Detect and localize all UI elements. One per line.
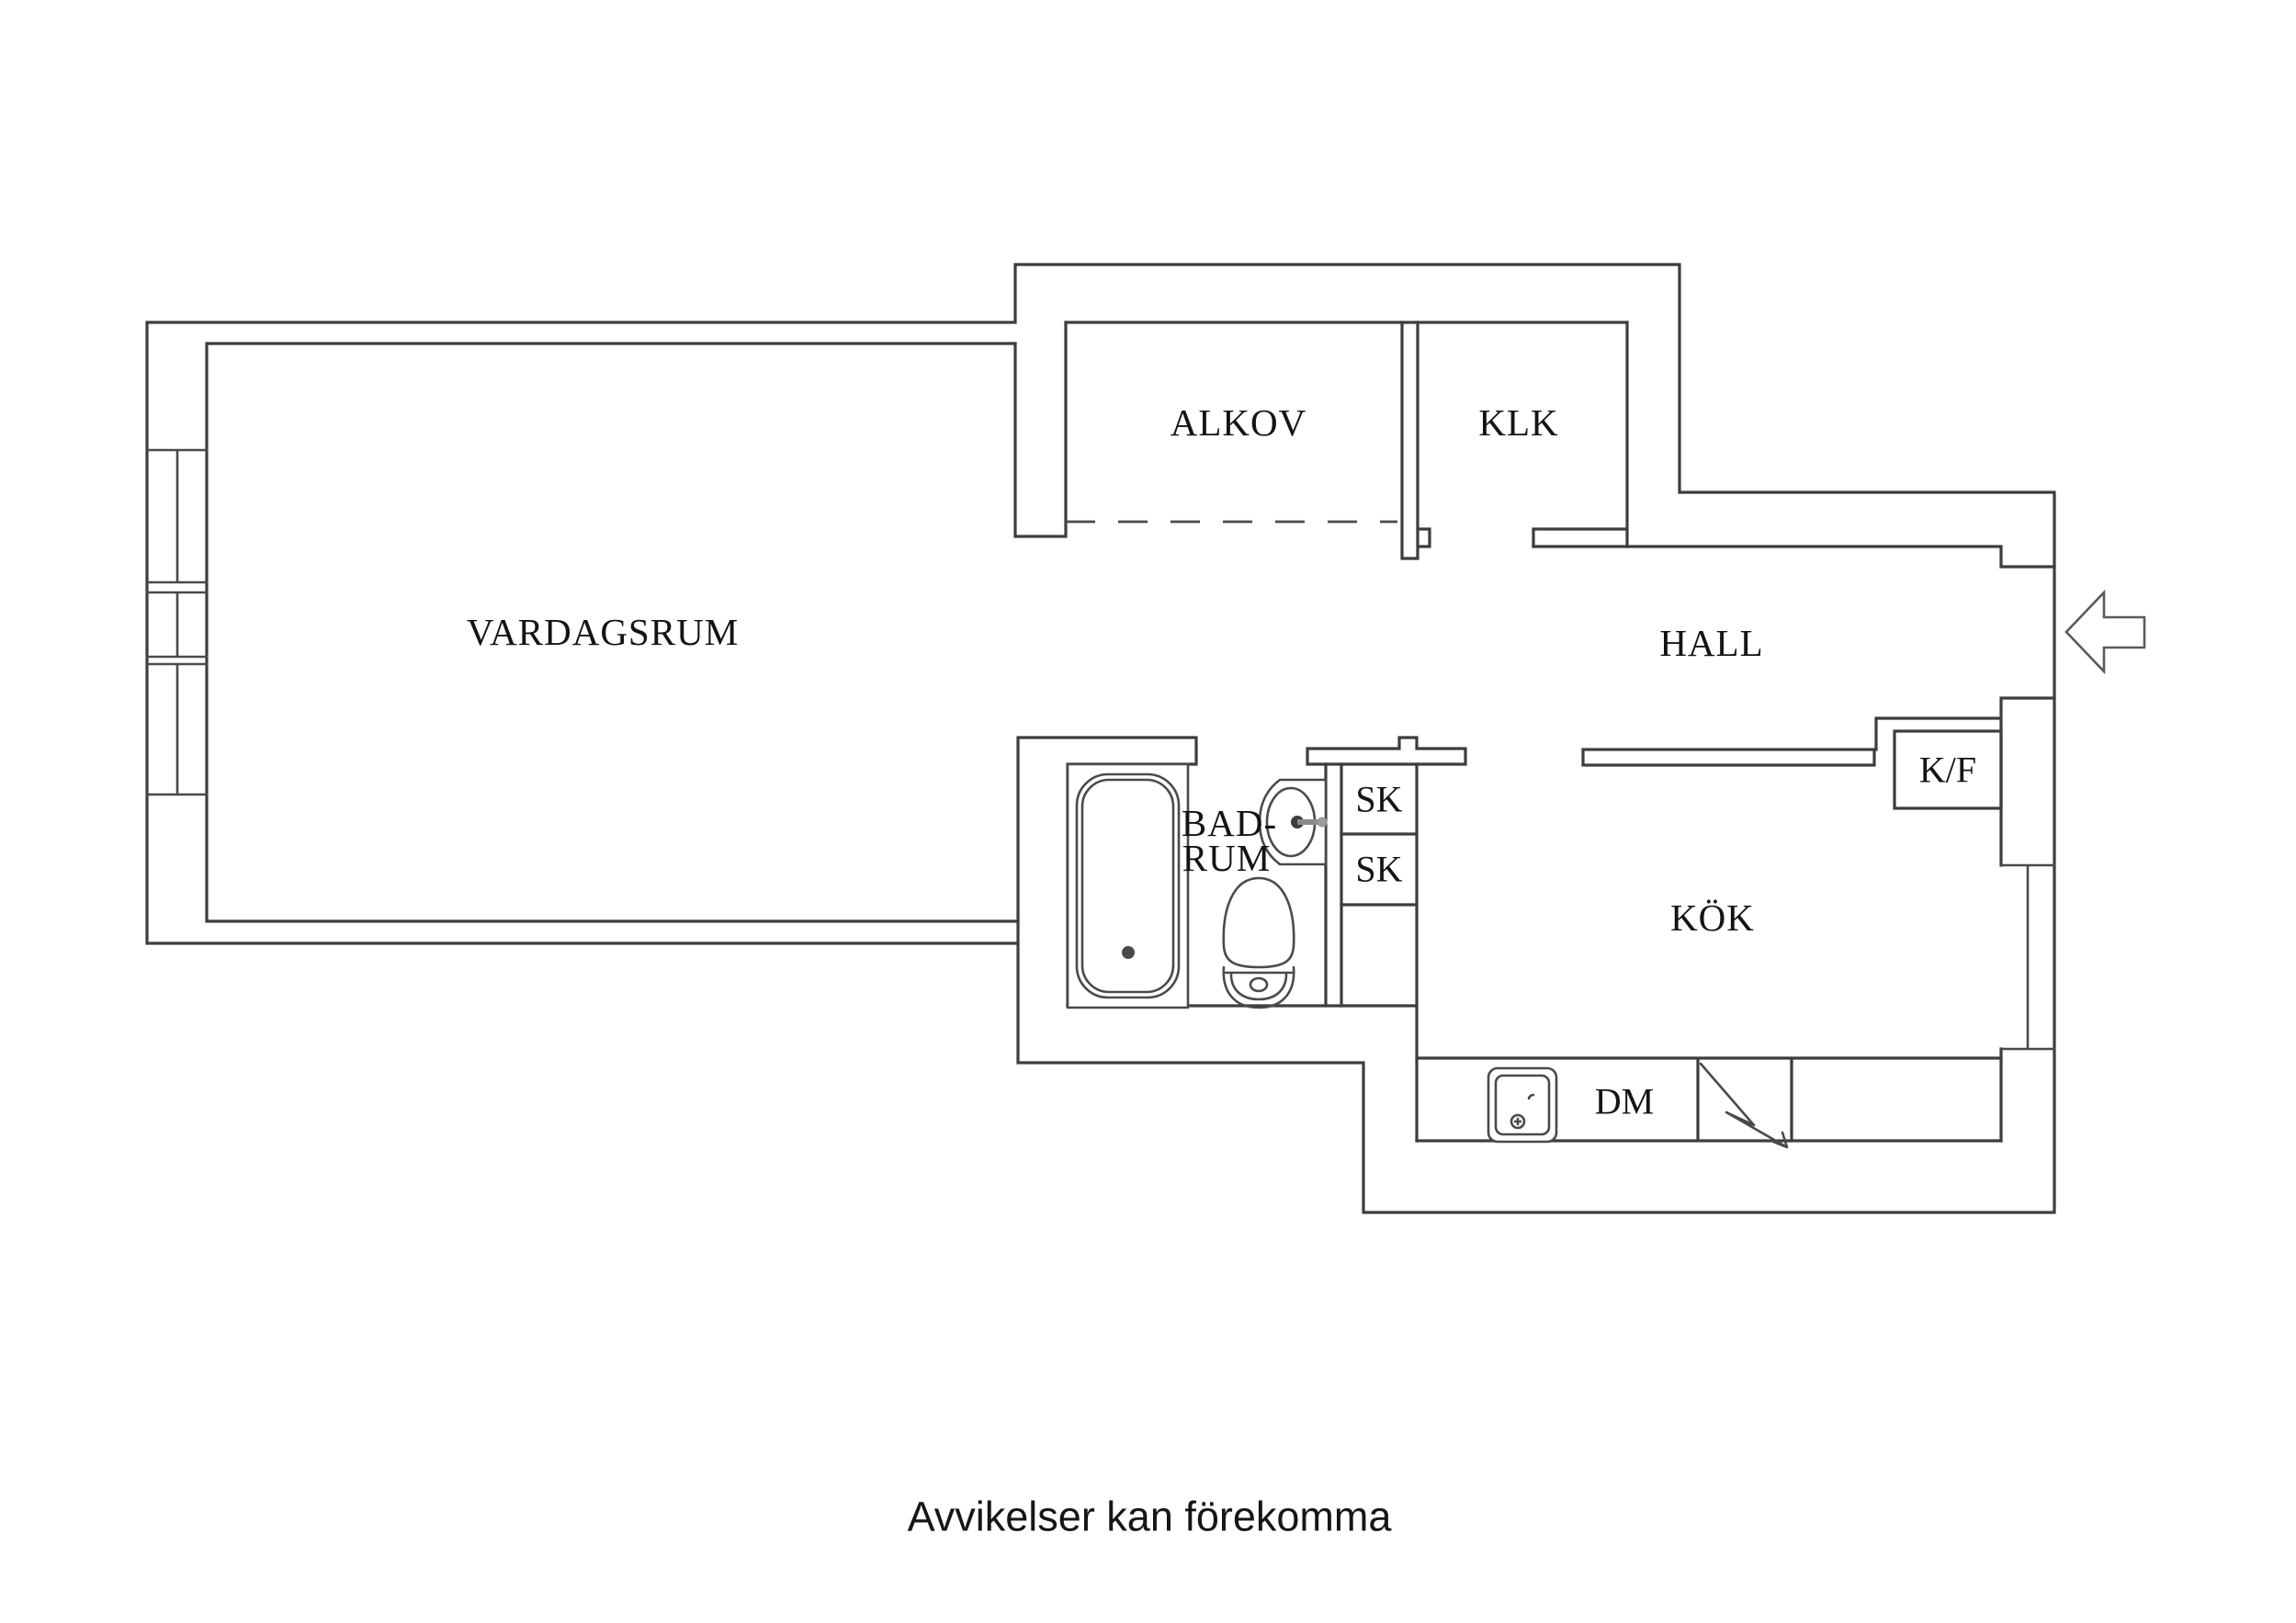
electric-stove-lightning-icon: [1699, 1062, 1789, 1149]
interior-walls: [205, 321, 2056, 1143]
window-icon: [1999, 863, 2056, 1051]
window-icon: [145, 448, 209, 796]
label-sk-upper: SK: [1355, 779, 1402, 820]
bathroom-fixtures: [1066, 762, 1328, 1009]
room-labels: VARDAGSRUM ALKOV KLK HALL BAD- RUM KÖK: [467, 401, 1763, 939]
toilet-icon: [1222, 876, 1295, 1009]
kitchen-worktop: [1415, 1056, 2003, 1149]
bathtub-icon: [1066, 762, 1190, 1009]
sk-cabinet-dividers: [1340, 832, 1419, 907]
kitchen-east-window: [1999, 863, 2056, 1051]
hall-kitchen-counter: [1581, 748, 1876, 767]
vardagsrum-inner-walls: [205, 342, 1020, 923]
room-label-vardagsrum: VARDAGSRUM: [467, 611, 739, 653]
room-label-alkov: ALKOV: [1171, 401, 1306, 444]
room-label-badrum-line1: BAD-: [1182, 802, 1277, 844]
label-sk-lower: SK: [1355, 849, 1402, 890]
alkov-west-wall: [1013, 321, 1068, 538]
sk-cabinets: [1340, 832, 1419, 907]
hall-north-inner-wall: [1532, 545, 2056, 569]
label-dm: DM: [1595, 1081, 1654, 1122]
kf-cabinet-box: [1893, 729, 2003, 810]
alkov-klk-divider-wall: [1400, 321, 1431, 560]
left-arrow-entrance-icon: [2064, 589, 2146, 675]
footer-disclaimer: Avvikelser kan förekomma: [908, 1493, 1393, 1540]
label-kf: K/F: [1919, 750, 1976, 791]
room-label-hall: HALL: [1659, 622, 1763, 664]
room-label-kok: KÖK: [1670, 896, 1755, 939]
room-label-klk: KLK: [1478, 401, 1558, 444]
badrum-east-partition: [1324, 762, 1343, 1008]
kf-cabinet: [1893, 729, 2003, 810]
fixture-labels: SK SK K/F DM: [1355, 750, 1976, 1122]
badrum-north-east-wall: [1306, 736, 1467, 766]
washbasin-icon: [1258, 778, 1328, 866]
left-facade-windows: [145, 448, 209, 796]
klk-south-wall: [1532, 527, 1629, 548]
room-label-badrum-line2: RUM: [1182, 837, 1271, 879]
counter-hatch: [1581, 748, 1876, 767]
kitchen-sink-icon: [1487, 1066, 1558, 1144]
worktop-outline: [1415, 1056, 2003, 1143]
